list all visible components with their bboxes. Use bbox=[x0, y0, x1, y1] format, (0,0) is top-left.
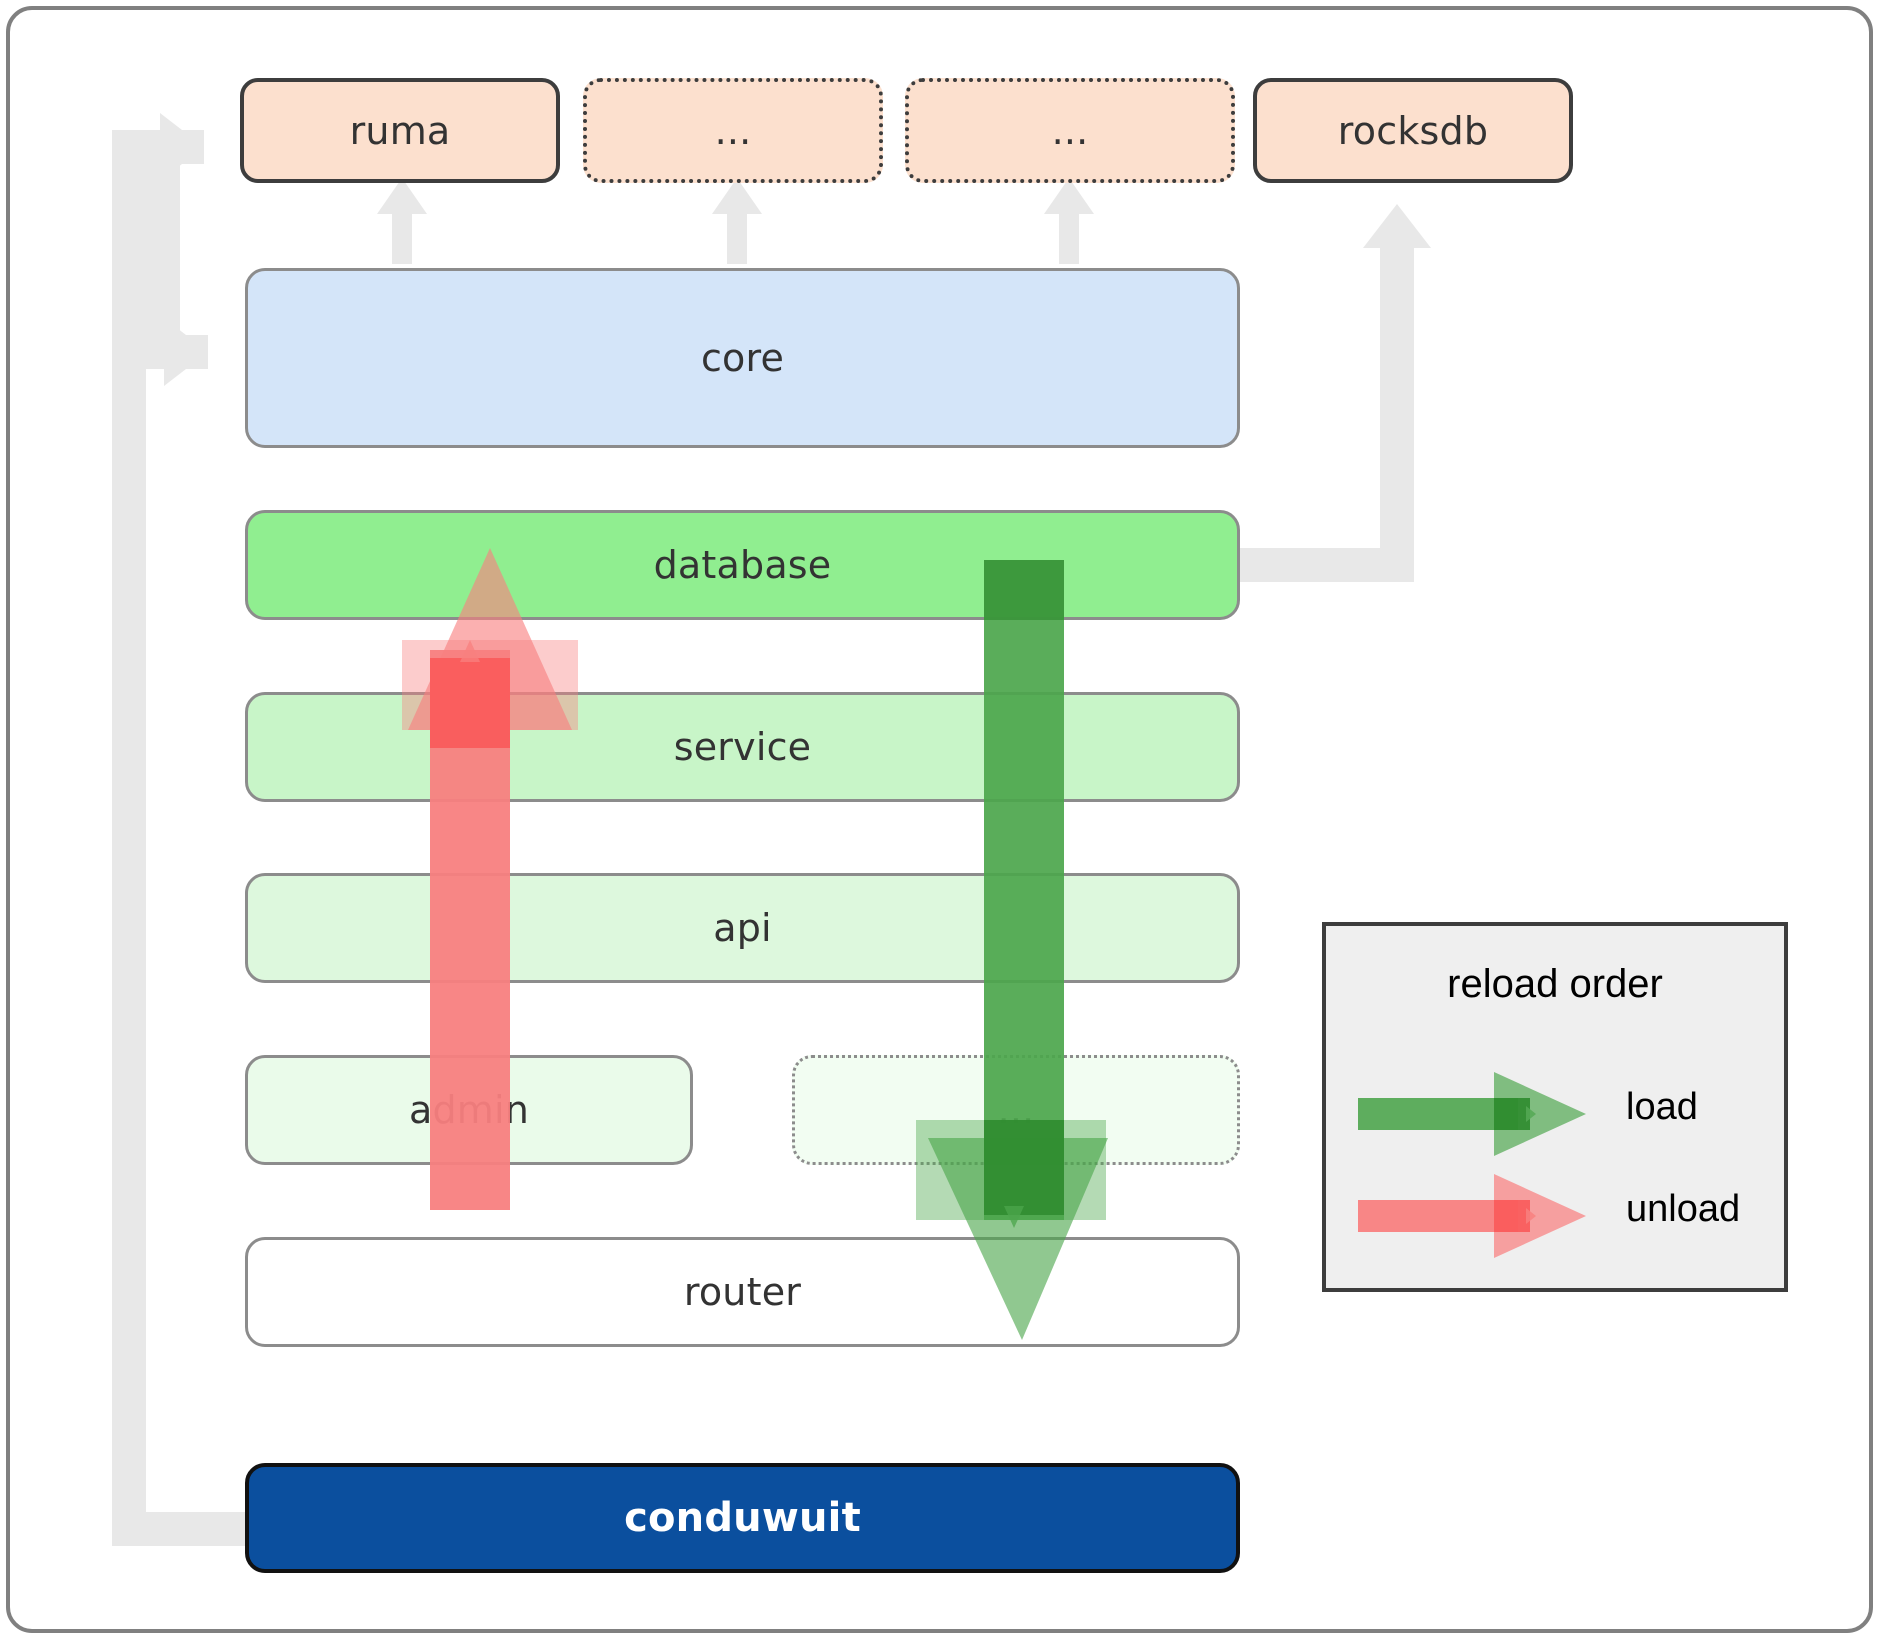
app-box-conduwuit[interactable]: conduwuit bbox=[245, 1463, 1240, 1573]
connector-core-to-ruma-stem bbox=[392, 212, 412, 264]
layer-label-service: service bbox=[673, 725, 812, 769]
layer-label-database: database bbox=[653, 543, 832, 587]
dependency-box-rocksdb[interactable]: rocksdb bbox=[1253, 78, 1573, 183]
dependency-label-ruma: ruma bbox=[349, 108, 451, 153]
diagram-frame bbox=[6, 6, 1873, 1633]
dependency-label-rocksdb: rocksdb bbox=[1337, 108, 1489, 153]
layer-box-api[interactable]: api bbox=[245, 873, 1240, 983]
connector-core-to-dep2-arrowhead bbox=[712, 178, 762, 214]
dependency-box-dep2[interactable]: ... bbox=[583, 78, 883, 183]
legend-arrow-load bbox=[1358, 1072, 1586, 1156]
layer-label-admin: admin bbox=[408, 1088, 530, 1132]
dependency-label-dep3: ... bbox=[1051, 108, 1089, 153]
layer-box-service[interactable]: service bbox=[245, 692, 1240, 802]
dependency-box-dep3[interactable]: ... bbox=[905, 78, 1235, 183]
layer-box-database[interactable]: database bbox=[245, 510, 1240, 620]
connector-to-core-arrowhead bbox=[164, 318, 208, 386]
connector-conduwuit-trunk-vertical bbox=[112, 130, 146, 1546]
legend-box: reload order load unload bbox=[1322, 922, 1788, 1292]
layer-label-router: router bbox=[683, 1270, 802, 1314]
legend-title: reload order bbox=[1447, 962, 1663, 1006]
legend-label-load: load bbox=[1626, 1086, 1698, 1128]
layer-box-extra[interactable]: ... bbox=[792, 1055, 1240, 1165]
connector-database-to-rocksdb-arrowhead bbox=[1363, 204, 1431, 248]
dependency-label-dep2: ... bbox=[714, 108, 752, 153]
app-label-conduwuit: conduwuit bbox=[624, 1495, 861, 1541]
legend-arrow-unload bbox=[1358, 1174, 1586, 1258]
connector-core-to-ruma-arrowhead bbox=[377, 178, 427, 214]
connector-core-to-dep2-stem bbox=[727, 212, 747, 264]
layer-box-router[interactable]: router bbox=[245, 1237, 1240, 1347]
core-label: core bbox=[700, 336, 785, 380]
layer-label-extra: ... bbox=[997, 1088, 1035, 1132]
layer-box-admin[interactable]: admin bbox=[245, 1055, 693, 1165]
core-box[interactable]: core bbox=[245, 268, 1240, 448]
connector-core-to-dep3-stem bbox=[1059, 212, 1079, 264]
connector-to-core-vertical bbox=[146, 130, 180, 352]
layer-label-api: api bbox=[713, 906, 772, 950]
dependency-box-ruma[interactable]: ruma bbox=[240, 78, 560, 183]
legend-label-unload: unload bbox=[1626, 1188, 1741, 1230]
connector-core-to-dep3-arrowhead bbox=[1044, 178, 1094, 214]
connector-database-to-rocksdb-vertical bbox=[1380, 248, 1414, 582]
